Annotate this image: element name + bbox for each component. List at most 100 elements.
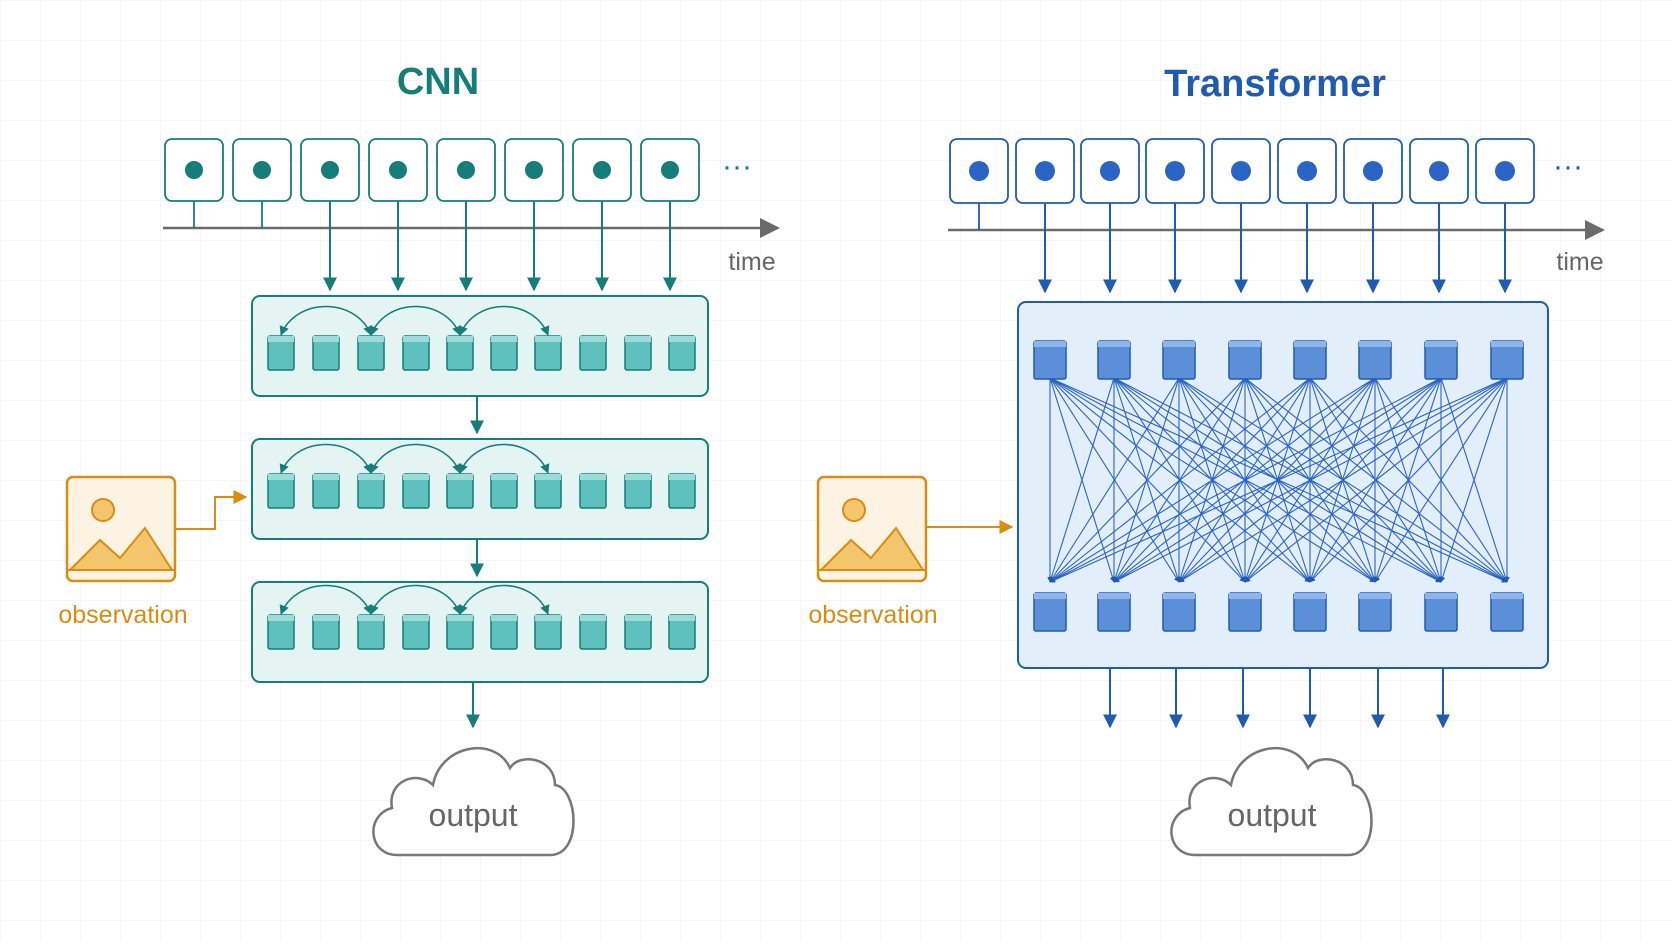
transformer-attention-line — [1049, 377, 1311, 583]
transformer-cell-top — [1163, 593, 1195, 599]
cnn-cell-top — [491, 615, 517, 621]
cnn-cell-top — [403, 615, 429, 621]
cnn-conv-arc — [369, 584, 462, 615]
transformer-output-cloud-icon — [1170, 746, 1373, 857]
transformer-cell-top — [1359, 593, 1391, 599]
flow-arrows — [323, 201, 1512, 729]
cnn-output-label: output — [429, 797, 518, 833]
transformer-cell-top — [1359, 341, 1391, 347]
cnn-observation-image-icon — [65, 475, 177, 583]
transformer-cell-top — [1098, 341, 1130, 347]
cnn-observation-arrow — [175, 490, 248, 530]
transformer-input-dot — [969, 161, 989, 181]
transformer-input-dot — [1429, 161, 1449, 181]
cnn-cell-top — [268, 615, 294, 621]
cnn-input-tokens — [164, 138, 700, 228]
cnn-input-dot — [253, 161, 271, 179]
cnn-cell-top — [535, 474, 561, 480]
transformer-input-tokens — [949, 138, 1535, 230]
cnn-input-dot — [661, 161, 679, 179]
transformer-feature-cells — [1033, 340, 1524, 632]
transformer-cell-top — [1034, 341, 1066, 347]
transformer-attention-line — [1049, 377, 1376, 583]
transformer-cell-top — [1294, 593, 1326, 599]
transformer-cell-top — [1425, 593, 1457, 599]
cnn-layer-1 — [251, 295, 709, 397]
transformer-attention-line — [1049, 377, 1508, 583]
cnn-cell-top — [580, 474, 606, 480]
transformer-cell-top — [1229, 593, 1261, 599]
cnn-cell-top — [625, 615, 651, 621]
transformer-cell-top — [1034, 593, 1066, 599]
transformer-attention-line — [1049, 377, 1442, 583]
transformer-input-dot — [1100, 161, 1120, 181]
cnn-ellipsis: ··· — [722, 150, 752, 183]
cnn-conv-arc — [369, 305, 462, 336]
transformer-attention-lines — [1047, 377, 1510, 583]
cnn-cell-top — [358, 474, 384, 480]
transformer-attention-line — [1048, 377, 1115, 583]
cnn-cell-top — [491, 474, 517, 480]
transformer-input-dot — [1035, 161, 1055, 181]
cnn-cell-top — [447, 336, 473, 342]
cnn-cell-top — [669, 336, 695, 342]
cnn-input-dot — [185, 161, 203, 179]
cnn-conv-arc — [458, 584, 550, 615]
cnn-title: CNN — [397, 61, 479, 103]
cnn-conv-arc — [279, 305, 373, 336]
transformer-input-dot — [1363, 161, 1383, 181]
transformer-ellipsis: ··· — [1553, 150, 1583, 183]
transformer-cell-top — [1229, 341, 1261, 347]
cnn-input-dot — [593, 161, 611, 179]
transformer-attention-line — [1309, 377, 1508, 583]
transformer-cell-top — [1491, 593, 1523, 599]
cnn-input-dot — [389, 161, 407, 179]
cnn-input-dot — [321, 161, 339, 179]
transformer-title: Transformer — [1164, 63, 1386, 105]
cnn-cell-top — [268, 474, 294, 480]
transformer-observation-image-icon — [816, 475, 928, 583]
cnn-cell-top — [669, 615, 695, 621]
cnn-cell-top — [580, 615, 606, 621]
cnn-cell-top — [491, 336, 517, 342]
transformer-time-label: time — [1556, 248, 1603, 276]
transformer-output-label: output — [1228, 797, 1317, 833]
cnn-cell-top — [403, 474, 429, 480]
cnn-conv-arc — [369, 443, 462, 474]
cnn-cell-top — [268, 336, 294, 342]
cnn-cell-top — [313, 474, 339, 480]
cnn-cell-top — [358, 336, 384, 342]
cnn-conv-arc — [279, 584, 373, 615]
cnn-time-label: time — [728, 248, 775, 276]
transformer-input-dot — [1297, 161, 1317, 181]
transformer-attention-line — [1113, 377, 1508, 583]
cnn-conv-arc — [279, 443, 373, 474]
cnn-cell-top — [625, 336, 651, 342]
transformer-cell-top — [1098, 593, 1130, 599]
transformer-attention-line — [1049, 377, 1180, 583]
cnn-cell-top — [447, 615, 473, 621]
transformer-observation-label: observation — [808, 601, 937, 629]
cnn-feature-cells — [267, 305, 696, 650]
transformer-attention-line — [1049, 377, 1246, 583]
cnn-cell-top — [535, 615, 561, 621]
cnn-cell-top — [313, 615, 339, 621]
transformer-input-dot — [1231, 161, 1251, 181]
cnn-cell-top — [535, 336, 561, 342]
cnn-cell-top — [403, 336, 429, 342]
transformer-cell-top — [1163, 341, 1195, 347]
transformer-attention-line — [1439, 377, 1508, 583]
cnn-cell-top — [358, 615, 384, 621]
cnn-cell-top — [313, 336, 339, 342]
cnn-cell-top — [580, 336, 606, 342]
cnn-cell-top — [625, 474, 651, 480]
cnn-output-cloud-icon — [372, 746, 575, 857]
transformer-attention-line — [1244, 377, 1508, 583]
transformer-input-dot — [1165, 161, 1185, 181]
cnn-observation-label: observation — [58, 601, 187, 629]
transformer-cell-top — [1294, 341, 1326, 347]
cnn-cell-top — [669, 474, 695, 480]
transformer-attention-line — [1374, 377, 1508, 583]
